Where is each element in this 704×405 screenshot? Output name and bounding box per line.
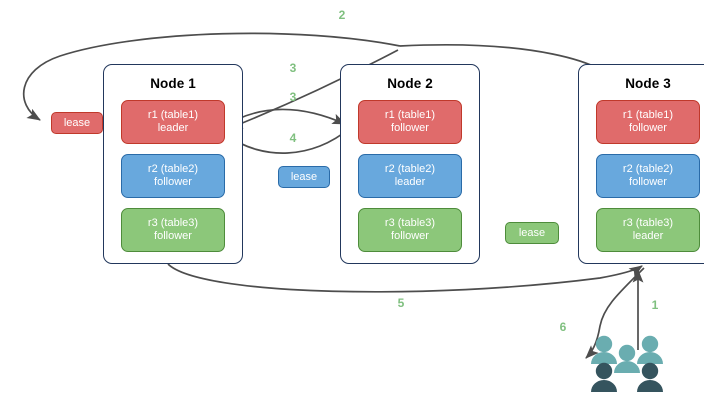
step-label-5: 5 [397,296,405,310]
step-label-4: 4 [289,131,297,145]
step-label-1: 1 [651,298,659,312]
edge-step-5 [167,263,643,293]
replica-box-r3[interactable]: r3 (table3) leader [596,208,700,252]
replica-box-r1[interactable]: r1 (table1) leader [121,100,225,144]
replica-box-r2[interactable]: r2 (table2) follower [596,154,700,198]
replica-box-r1[interactable]: r1 (table1) follower [596,100,700,144]
replica-name: r1 (table1) [147,108,199,121]
replica-name: r3 (table3) [622,216,674,229]
replica-role: follower [154,176,192,188]
replica-name: r1 (table1) [622,108,674,121]
step-label-3a: 3 [289,61,297,75]
node-card-2[interactable]: Node 2 r1 (table1) follower r2 (table2) … [340,64,480,264]
people-group-icon [588,334,666,401]
step-label-3b: 3 [289,90,297,104]
replica-box-r2[interactable]: r2 (table2) leader [358,154,462,198]
replica-name: r2 (table2) [384,162,436,175]
replica-role: follower [629,176,667,188]
replica-role: follower [391,230,429,242]
replica-name: r3 (table3) [384,216,436,229]
replica-name: r3 (table3) [147,216,199,229]
node-title: Node 2 [387,76,433,91]
replica-name: r2 (table2) [147,162,199,175]
replica-name: r1 (table1) [384,108,436,121]
node-card-3[interactable]: Node 3 r1 (table1) follower r2 (table2) … [578,64,704,264]
step-label-2: 2 [338,8,346,22]
replica-role: leader [157,122,189,134]
replica-role: follower [154,230,192,242]
replica-name: r2 (table2) [622,162,674,175]
replica-box-r3[interactable]: r3 (table3) follower [121,208,225,252]
node-card-1[interactable]: Node 1 r1 (table1) leader r2 (table2) fo… [103,64,243,264]
replica-box-r2[interactable]: r2 (table2) follower [121,154,225,198]
node-title: Node 1 [150,76,196,91]
replica-role: follower [391,122,429,134]
node-title: Node 3 [625,76,671,91]
lease-badge-r1[interactable]: lease [51,112,103,134]
lease-badge-r2[interactable]: lease [278,166,330,188]
step-label-6: 6 [559,320,567,334]
lease-badge-r3[interactable]: lease [505,222,559,244]
replica-box-r1[interactable]: r1 (table1) follower [358,100,462,144]
replica-role: leader [632,230,664,242]
replica-role: leader [394,176,426,188]
replica-role: follower [629,122,667,134]
replica-box-r3[interactable]: r3 (table3) follower [358,208,462,252]
